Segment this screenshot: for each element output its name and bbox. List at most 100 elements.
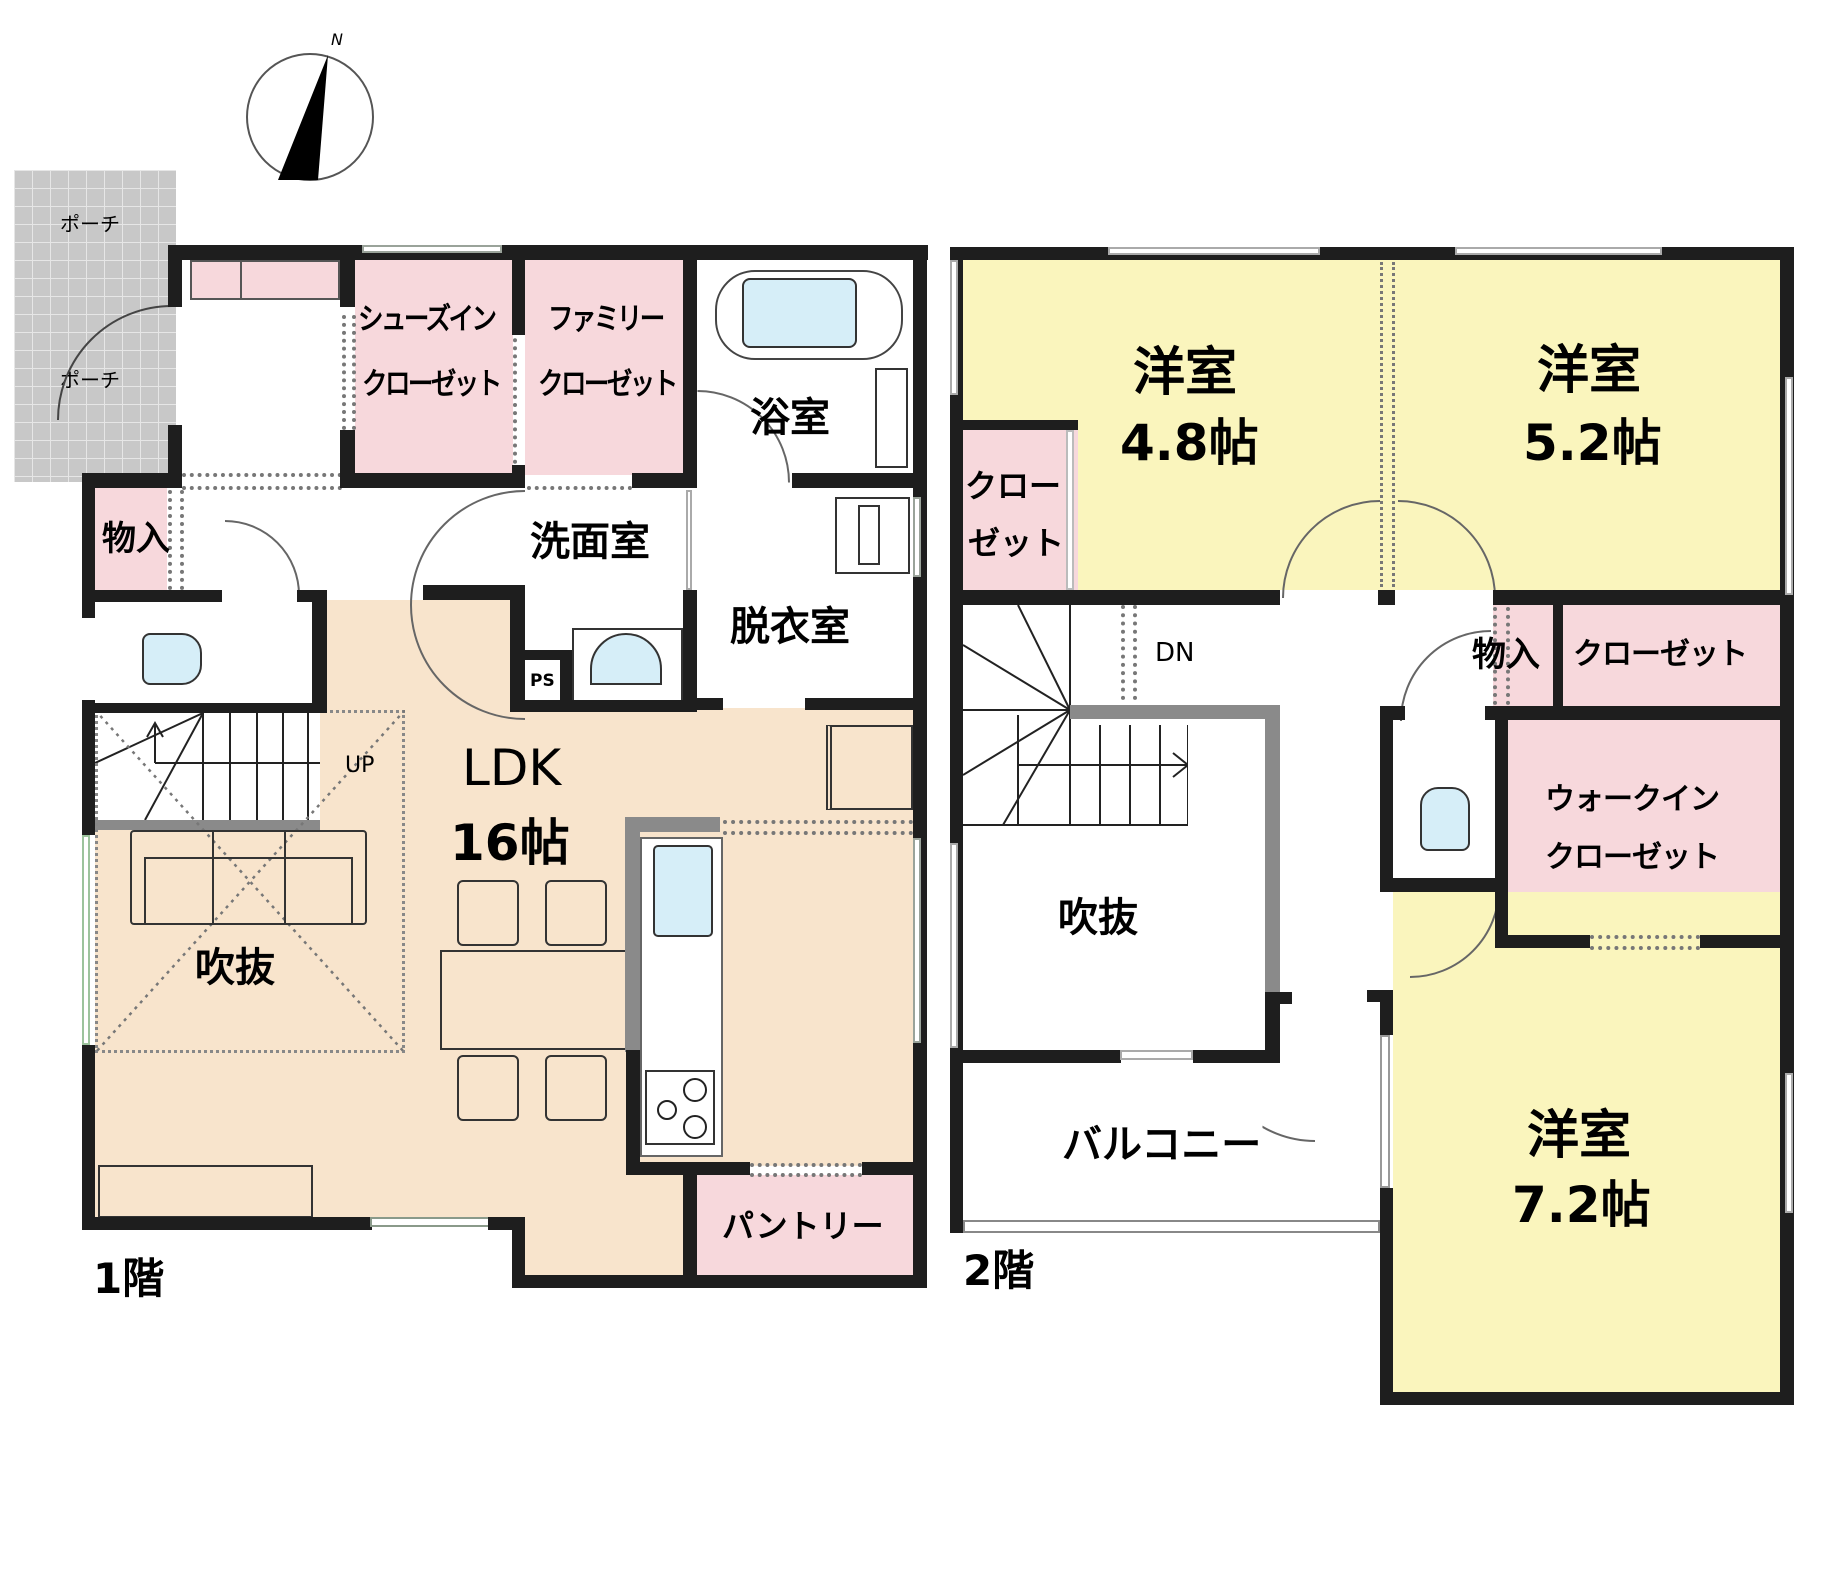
- wall: [512, 1217, 525, 1288]
- balcony-rail: [963, 1220, 1380, 1233]
- label-dressing: 脱衣室: [730, 604, 850, 650]
- room-western-7-2: [1393, 892, 1780, 1405]
- ps-shaft: [527, 660, 560, 705]
- storage-opening: [168, 490, 172, 590]
- window: [913, 497, 921, 577]
- wall: [82, 590, 222, 602]
- wall: [963, 420, 1078, 430]
- stove-burners-icon: [657, 1078, 707, 1139]
- closet-door[interactable]: [1066, 430, 1074, 590]
- room-toilet-1f: [95, 602, 312, 705]
- label-bathroom: 浴室: [750, 395, 830, 441]
- storage-opening-2f: [1493, 607, 1497, 705]
- wall: [312, 590, 327, 713]
- stairs-1f[interactable]: [95, 713, 320, 820]
- room-storage-1f: [95, 488, 167, 590]
- refrigerator: [826, 725, 913, 810]
- wall: [683, 1162, 697, 1282]
- kitchen-sink: [653, 845, 713, 937]
- closet-opening: [527, 486, 632, 490]
- wic-opening: [1590, 946, 1700, 950]
- wall: [82, 703, 327, 713]
- wall: [626, 1162, 750, 1175]
- void-railing: [1070, 705, 1280, 719]
- toilet-2f: [1420, 787, 1470, 851]
- sliding-window-balcony[interactable]: [1380, 1035, 1390, 1188]
- label-shoes-closet-1: シューズイン: [358, 302, 497, 337]
- wall: [683, 590, 697, 708]
- wall: [950, 590, 1280, 605]
- label-void-2f: 吹抜: [1058, 895, 1138, 941]
- wall: [963, 1050, 1121, 1063]
- storage-opening-2f: [1506, 607, 1510, 705]
- wall: [82, 1045, 95, 1230]
- floor2-plan: 洋室 4.8帖 洋室 5.2帖 クロー ゼット DN 物入 クローゼット ウォー…: [950, 247, 1794, 1405]
- dining-chair: [545, 1055, 607, 1121]
- wall: [82, 473, 95, 618]
- pantry-opening: [750, 1163, 862, 1167]
- window: [1785, 1073, 1793, 1213]
- compass: N: [245, 32, 375, 182]
- hall-opening: [182, 486, 342, 490]
- wall: [510, 585, 525, 710]
- wall: [1380, 878, 1508, 892]
- room-storage-2f: [1493, 605, 1553, 706]
- wall: [1378, 590, 1395, 605]
- label-void-1f: 吹抜: [195, 945, 275, 991]
- label-closet-small-2: ゼット: [968, 524, 1065, 562]
- closet-opening: [513, 322, 517, 472]
- porch-label-top: ポーチ: [60, 212, 120, 236]
- stairs-2f-icon: [963, 605, 1188, 826]
- wall: [1493, 590, 1794, 605]
- wall: [510, 700, 697, 712]
- stairs-1f-handrail: [95, 820, 320, 830]
- stairs-1f-icon: [95, 713, 320, 820]
- label-storage-2f: 物入: [1472, 635, 1540, 675]
- wall: [1265, 998, 1280, 1063]
- dining-chair: [545, 880, 607, 946]
- wall: [168, 245, 928, 260]
- kitchen-stove: [645, 1070, 715, 1145]
- label-room-7-2-name: 洋室: [1527, 1106, 1632, 1166]
- label-balcony: バルコニー: [1062, 1122, 1262, 1168]
- wall: [1380, 1188, 1393, 1405]
- wall: [510, 650, 570, 660]
- ldk-lower-extension: [525, 1217, 683, 1275]
- wall: [862, 1162, 922, 1175]
- label-washroom: 洗面室: [530, 519, 650, 565]
- wall: [683, 245, 697, 488]
- wall: [512, 1275, 927, 1288]
- room-closet-small: [963, 430, 1078, 590]
- label-shoes-closet-2: クローゼット: [362, 367, 502, 402]
- stairs-opening: [1121, 605, 1125, 700]
- floor1-plan: ポーチ ポーチ: [0, 0, 940, 1320]
- window: [1785, 377, 1793, 595]
- wall: [1700, 935, 1794, 948]
- wall: [82, 473, 182, 488]
- room-family-closet: [525, 260, 683, 475]
- label-family-closet-1: ファミリー: [548, 302, 665, 337]
- wic-opening: [1590, 935, 1700, 939]
- wall: [1495, 935, 1590, 948]
- label-family-closet-2: クローゼット: [538, 367, 678, 402]
- label-up: UP: [345, 753, 375, 778]
- washing-machine: [835, 497, 910, 574]
- wall: [1265, 992, 1292, 1004]
- sofa-divider: [284, 830, 286, 925]
- pantry-opening: [750, 1173, 862, 1177]
- window: [950, 843, 958, 1048]
- label-room-5-2-size: 5.2帖: [1523, 414, 1662, 472]
- bathtub: [742, 278, 857, 348]
- void-railing: [1265, 705, 1280, 1000]
- label-ldk: LDK: [462, 739, 562, 797]
- room-divider: [1392, 262, 1395, 587]
- sliding-door[interactable]: [686, 490, 692, 590]
- sofa-seat: [144, 857, 353, 925]
- wall: [950, 247, 1794, 260]
- floor2-title: 2階: [963, 1246, 1035, 1295]
- wall: [1380, 706, 1393, 892]
- north-arrow-icon: [246, 53, 374, 181]
- label-storage-1f: 物入: [102, 519, 170, 559]
- wall: [82, 1217, 372, 1230]
- wall: [512, 465, 525, 488]
